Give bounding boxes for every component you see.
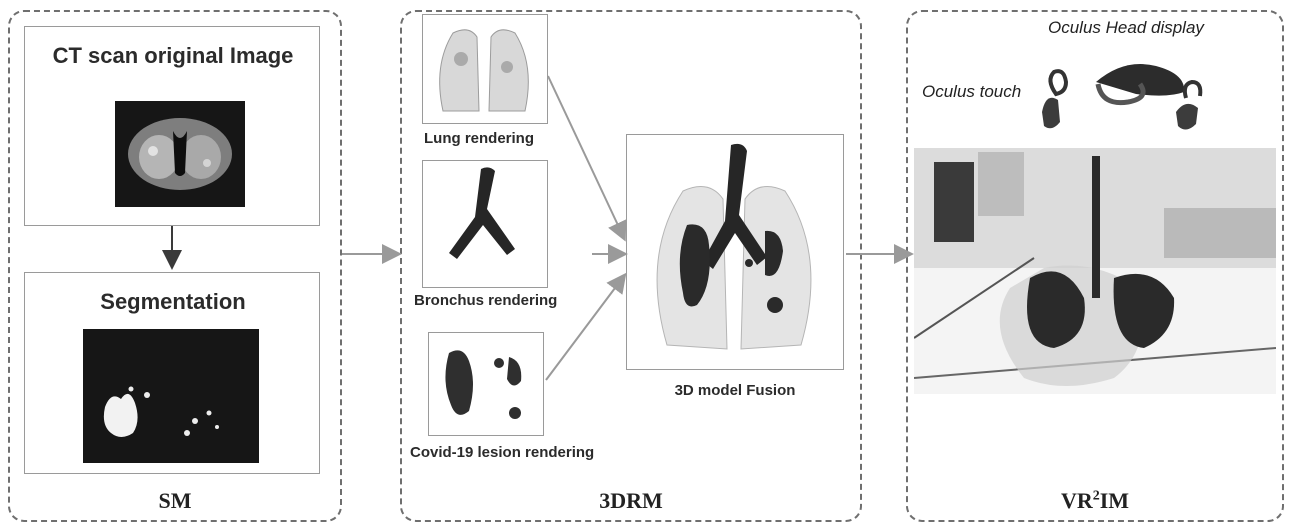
arrow-lung-to-fusion xyxy=(548,76,624,238)
arrow-lesion-to-fusion xyxy=(546,276,624,380)
